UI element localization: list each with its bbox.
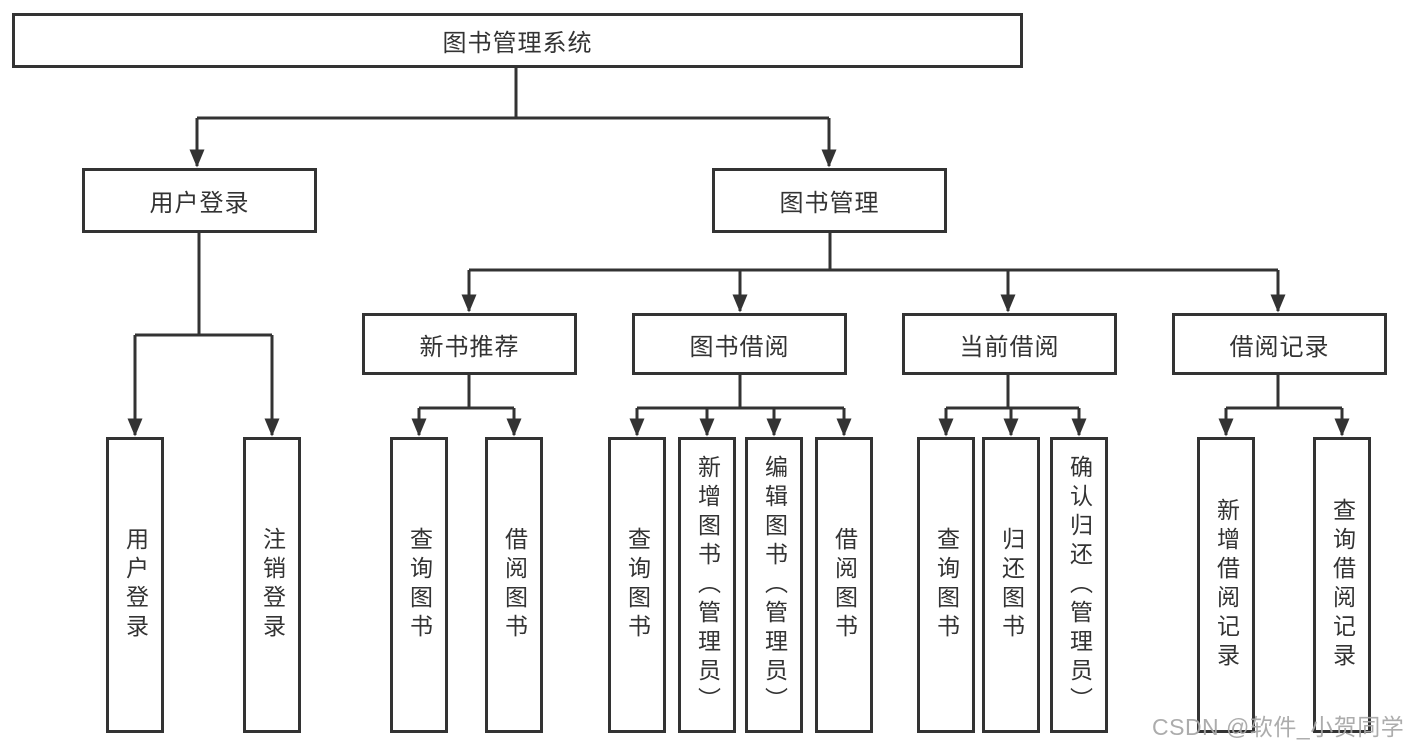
- node-current-return: 归还图书: [982, 437, 1040, 733]
- node-current-query: 查询图书: [917, 437, 975, 733]
- node-newbook-borrow: 借阅图书: [485, 437, 543, 733]
- node-borrow-add-label: 新增图书（管理员）: [694, 454, 721, 716]
- node-current-confirm: 确认归还（管理员）: [1050, 437, 1108, 733]
- node-login-user-label: 用户登录: [122, 527, 149, 643]
- node-borrow-record: 借阅记录: [1172, 313, 1387, 375]
- node-record-query: 查询借阅记录: [1313, 437, 1371, 733]
- node-book-mgmt: 图书管理: [712, 168, 947, 233]
- node-borrow-borrow-label: 借阅图书: [831, 527, 858, 643]
- csdn-watermark: CSDN @软件_小贺同学: [1152, 714, 1405, 740]
- node-record-add: 新增借阅记录: [1197, 437, 1255, 733]
- node-newbook-query: 查询图书: [390, 437, 448, 733]
- node-borrow-edit: 编辑图书（管理员）: [745, 437, 803, 733]
- node-current-return-label: 归还图书: [998, 527, 1025, 643]
- node-newbook-borrow-label: 借阅图书: [501, 527, 528, 643]
- node-user-login: 用户登录: [82, 168, 317, 233]
- node-borrow-add: 新增图书（管理员）: [678, 437, 736, 733]
- node-borrow-borrow: 借阅图书: [815, 437, 873, 733]
- node-newbook-query-label: 查询图书: [406, 527, 433, 643]
- node-book-borrow: 图书借阅: [632, 313, 847, 375]
- node-new-book: 新书推荐: [362, 313, 577, 375]
- node-record-add-label: 新增借阅记录: [1213, 498, 1240, 672]
- node-borrow-query: 查询图书: [608, 437, 666, 733]
- node-current-query-label: 查询图书: [933, 527, 960, 643]
- node-root: 图书管理系统: [12, 13, 1023, 68]
- node-borrow-query-label: 查询图书: [624, 527, 651, 643]
- node-login-logout: 注销登录: [243, 437, 301, 733]
- node-borrow-edit-label: 编辑图书（管理员）: [761, 454, 788, 716]
- node-current-borrow: 当前借阅: [902, 313, 1117, 375]
- node-current-confirm-label: 确认归还（管理员）: [1066, 454, 1093, 716]
- node-login-logout-label: 注销登录: [259, 527, 286, 643]
- node-record-query-label: 查询借阅记录: [1329, 498, 1356, 672]
- node-login-user: 用户登录: [106, 437, 164, 733]
